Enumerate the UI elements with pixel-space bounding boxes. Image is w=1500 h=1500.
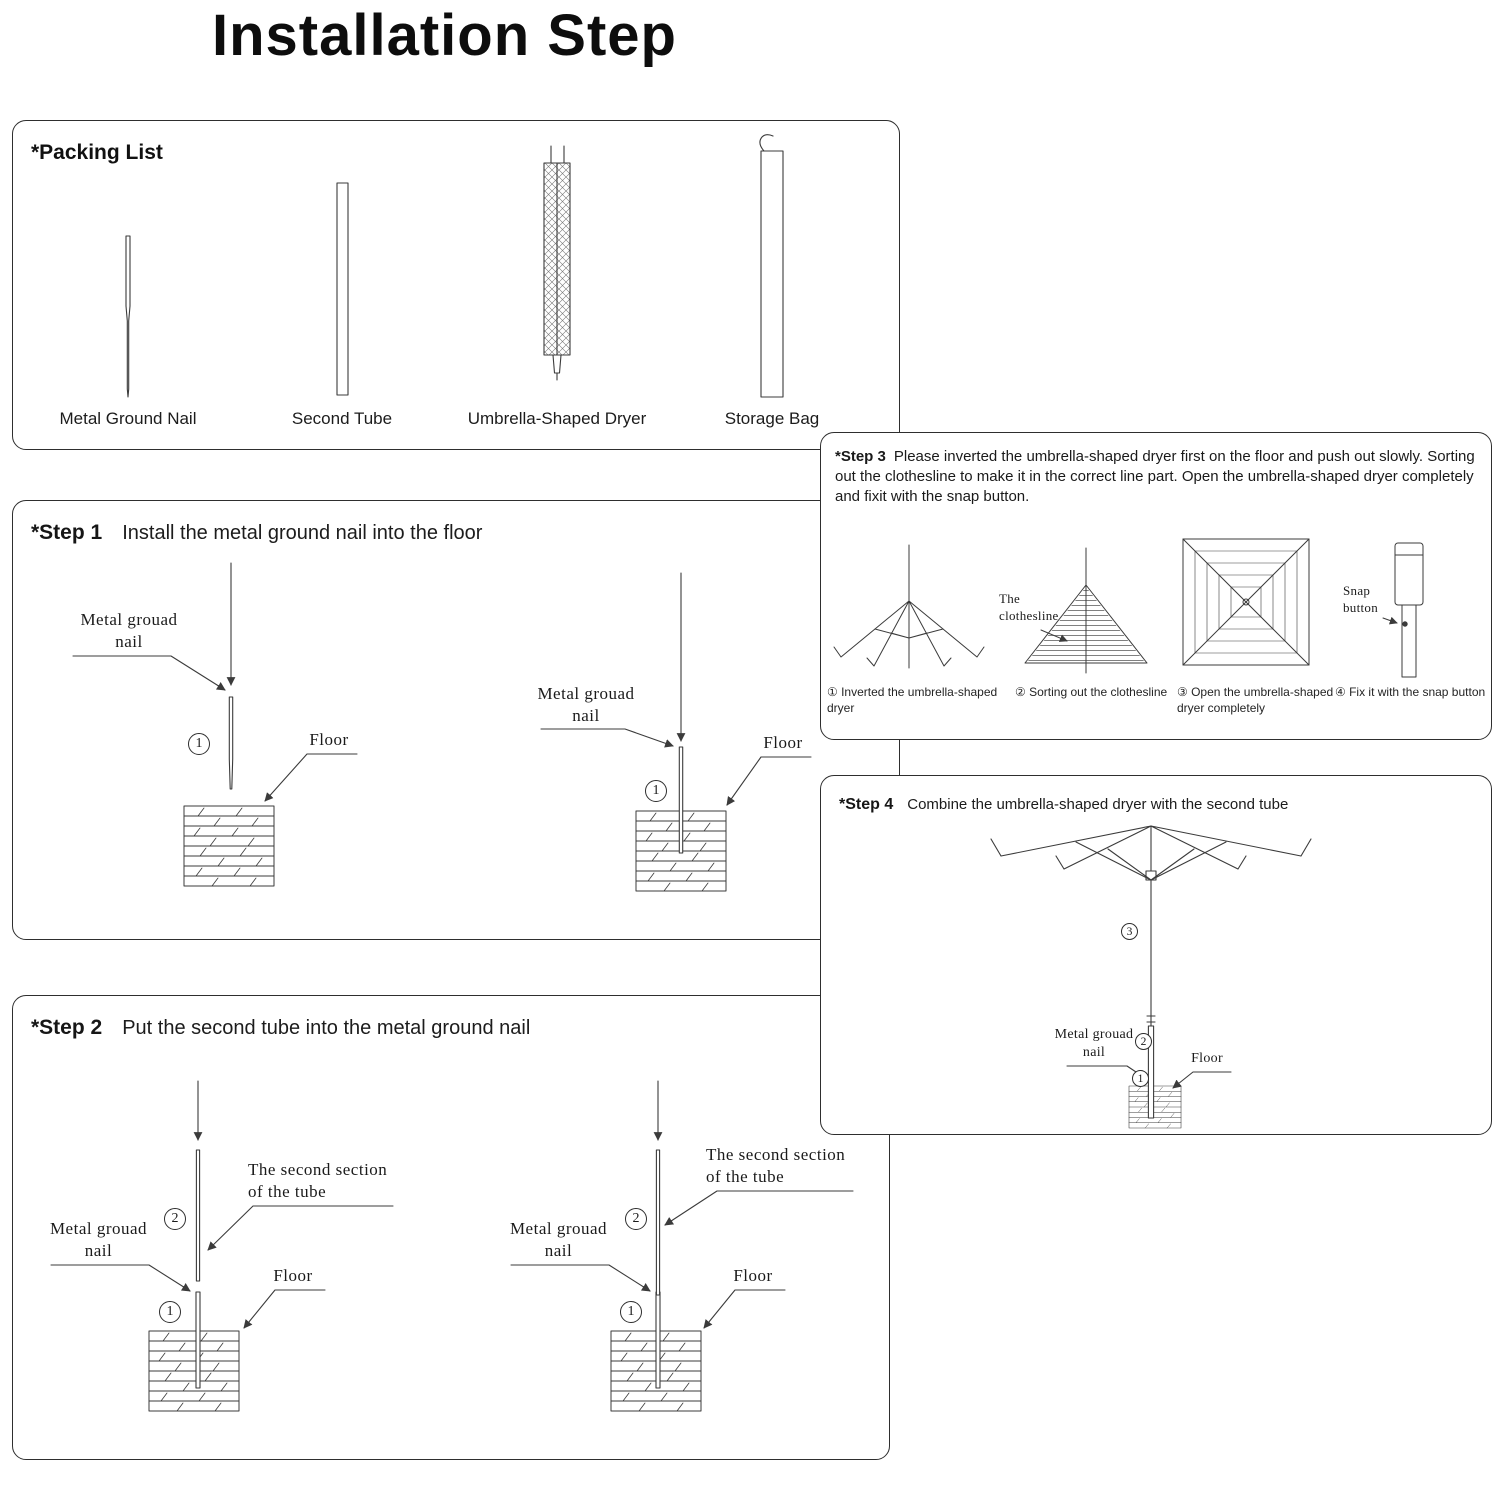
nail-drawing [678, 746, 684, 854]
step1-panel: *Step 1 Install the metal ground nail int… [12, 500, 900, 940]
step-marker-1: 1 [620, 1301, 642, 1323]
step-marker-2: 2 [625, 1208, 647, 1230]
step1-title: Install the metal ground nail into the f… [122, 522, 483, 544]
snap-button-label: Snap button [1343, 583, 1379, 615]
floor-drawing [183, 805, 275, 887]
umbrella-dryer-drawing [543, 145, 571, 381]
floor-label: Floor [309, 730, 349, 749]
step3-caption-2: ② Sorting out the clothesline [1015, 685, 1168, 699]
packing-item-label-tube: Second Tube [291, 409, 393, 428]
step-marker-1: 1 [1132, 1070, 1149, 1087]
floor-leader [264, 753, 358, 802]
nail-leader [510, 1264, 651, 1292]
nail-drawing [228, 696, 234, 790]
step2-panel: *Step 2 Put the second tube into the meta… [12, 995, 890, 1460]
step-marker-1: 1 [188, 733, 210, 755]
step4-title: Combine the umbrella-shaped dryer with t… [907, 796, 1289, 813]
floor-leader [726, 756, 812, 806]
floor-leader [1172, 1071, 1232, 1089]
step3-label: *Step 3 [835, 448, 886, 465]
packing-item-label-bag: Storage Bag [724, 409, 820, 428]
floor-drawing [148, 1330, 240, 1412]
metal-ground-nail-label: Metal grouad nail [509, 1219, 608, 1261]
step2-label: *Step 2 [31, 1016, 103, 1039]
nail-drawing [655, 1291, 661, 1389]
step2-diagram [50, 1080, 854, 1412]
floor-leader [243, 1289, 326, 1329]
step3-diagram [833, 538, 1424, 678]
step4-panel: *Step 4 Combine the umbrella-shaped dryer… [820, 775, 1492, 1135]
packing-list-heading: *Packing List [31, 141, 163, 164]
assembled-dryer-drawing [990, 825, 1312, 1032]
metal-ground-nail-label: Metal grouad nail [49, 1219, 148, 1261]
step1-label: *Step 1 [31, 521, 103, 544]
nail-drawing [1147, 1025, 1155, 1119]
metal-ground-nail-label: Metal grouad nail [80, 610, 178, 652]
metal-ground-nail-label: Metal grouad nail [537, 684, 635, 726]
tube-leader [207, 1205, 394, 1251]
clothesline-drawing [1024, 547, 1148, 674]
floor-label: Floor [733, 1266, 773, 1285]
step-marker-2: 2 [164, 1208, 186, 1230]
step-marker-3: 3 [1121, 923, 1138, 940]
page-title: Installation Step [212, 3, 677, 68]
step3-description: Please inverted the umbrella-shaped drye… [835, 448, 1475, 506]
snap-button-drawing [1382, 542, 1424, 678]
floor-drawing [1128, 1085, 1182, 1129]
step3-caption-1: ① Inverted the umbrella-shaped dryer [827, 685, 998, 715]
second-tube-drawing [336, 182, 349, 396]
step4-diagram [990, 825, 1312, 1129]
nail-leader [50, 1264, 191, 1292]
packing-list-drawings [125, 134, 784, 398]
floor-leader [703, 1289, 786, 1329]
floor-label: Floor [273, 1266, 313, 1285]
nail-drawing [195, 1291, 201, 1389]
packing-item-label-nail: Metal Ground Nail [59, 409, 197, 428]
storage-bag-drawing [759, 134, 784, 398]
second-tube-drawing [195, 1149, 201, 1282]
nail-leader [72, 655, 226, 691]
nail-leader [540, 728, 674, 748]
step2-title: Put the second tube into the metal groun… [122, 1017, 531, 1039]
step3-caption-3: ③ Open the umbrella-shaped dryer complet… [1177, 685, 1334, 715]
opened-dryer-drawing [1182, 538, 1310, 666]
step-marker-1: 1 [159, 1301, 181, 1323]
step-marker-1: 1 [645, 780, 667, 802]
second-tube-drawing [655, 1149, 661, 1296]
clothesline-label: The clothesline [999, 591, 1059, 623]
step4-label: *Step 4 [839, 796, 894, 813]
step2-header: *Step 2 Put the second tube into the meta… [31, 1016, 530, 1040]
tube-section-label: The second section of the tube [248, 1160, 388, 1202]
inverted-dryer-drawing [833, 544, 985, 669]
step3-caption-4: ④ Fix it with the snap button [1335, 685, 1486, 699]
packing-item-label-dryer: Umbrella-Shaped Dryer [467, 409, 647, 428]
packing-list-panel: *Packing List Metal Ground Nail Second T… [12, 120, 900, 450]
tube-section-label: The second section of the tube [706, 1145, 846, 1187]
floor-label: Floor [763, 733, 803, 752]
step4-header: *Step 4 Combine the umbrella-shaped dryer… [839, 796, 1288, 814]
floor-label: Floor [1191, 1051, 1223, 1066]
metal-ground-nail-drawing [125, 235, 131, 398]
step1-header: *Step 1 Install the metal ground nail int… [31, 521, 482, 545]
step1-diagram [72, 562, 812, 892]
metal-ground-nail-label: Metal grouad nail [1054, 1027, 1134, 1061]
step-marker-2: 2 [1135, 1033, 1152, 1050]
tube-leader [664, 1190, 854, 1226]
